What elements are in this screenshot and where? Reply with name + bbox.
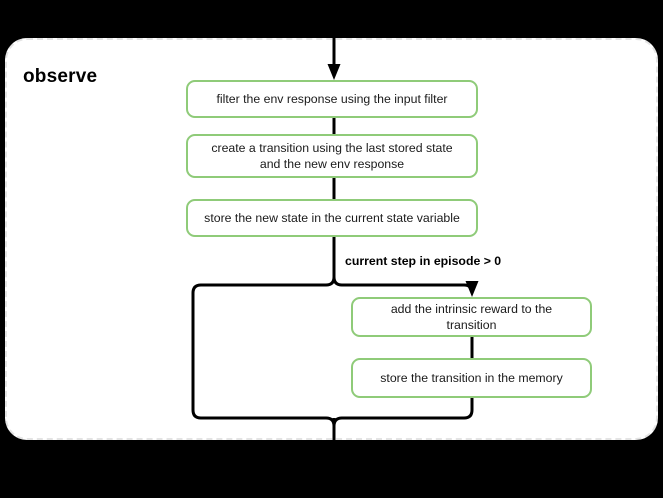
node-create-transition[interactable]: create a transition using the last store… <box>186 134 478 178</box>
group-title: observe <box>23 66 98 87</box>
node-store-new-state[interactable]: store the new state in the current state… <box>186 199 478 237</box>
node-store-transition-memory[interactable]: store the transition in the memory <box>351 358 592 398</box>
branch-condition-label: current step in episode > 0 <box>345 254 502 268</box>
node-add-intrinsic-reward[interactable]: add the intrinsic reward to the transiti… <box>351 297 592 337</box>
node-filter-env-response[interactable]: filter the env response using the input … <box>186 80 478 118</box>
